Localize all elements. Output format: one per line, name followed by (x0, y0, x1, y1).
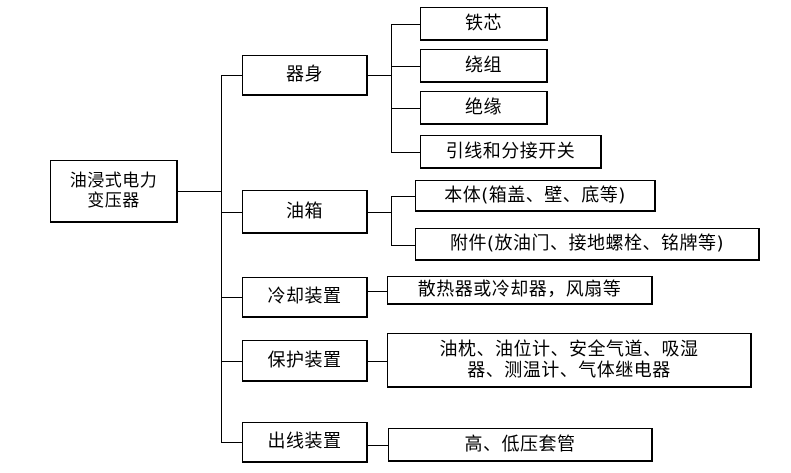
connector-branch-3-child-0 (368, 361, 388, 362)
connector-root-to-trunk (178, 191, 222, 192)
node-branch-1-child-0-label: 本体(箱盖、壁、底等) (444, 184, 626, 206)
connector-trunk-to-branch-0 (221, 75, 243, 76)
node-branch-1-child-1-label: 附件(放油门、接地螺栓、铭牌等) (449, 233, 725, 255)
connector-branch-1-child-0 (391, 196, 416, 197)
node-root-label: 油浸式电力 变压器 (69, 170, 158, 211)
node-branch-0-child-2-label: 绝缘 (465, 96, 502, 118)
node-branch-0: 器身 (242, 55, 368, 96)
node-branch-3-child-0-label: 油枕、油位计、安全气道、吸湿 器、测温计、气体继电器 (439, 338, 699, 381)
connector-branch-1-child-1 (391, 245, 416, 246)
connector-trunk-to-branch-1 (221, 212, 243, 213)
node-branch-4-child-0-label: 高、低压套管 (464, 433, 576, 455)
node-branch-0-child-2: 绝缘 (420, 91, 548, 125)
connector-branch-0-child-3 (391, 152, 421, 153)
node-branch-1-label: 油箱 (286, 200, 323, 222)
connector-branch-0-child-0 (391, 24, 421, 25)
node-root: 油浸式电力 变压器 (50, 160, 178, 223)
node-branch-3-child-0: 油枕、油位计、安全气道、吸湿 器、测温计、气体继电器 (387, 333, 752, 388)
node-branch-2: 冷却装置 (242, 277, 368, 318)
node-branch-0-child-1: 绕组 (420, 49, 548, 83)
node-branch-4-child-0: 高、低压套管 (388, 428, 653, 462)
node-branch-0-label: 器身 (286, 64, 323, 86)
connector-trunk-to-branch-4 (221, 442, 243, 443)
trunk-main (221, 75, 222, 443)
subtrunk-branch-0 (391, 24, 392, 152)
node-branch-3-label: 保护装置 (267, 349, 342, 371)
node-branch-2-label: 冷却装置 (267, 286, 342, 308)
node-branch-4-label: 出线装置 (267, 431, 342, 453)
node-branch-1-child-0: 本体(箱盖、壁、底等) (415, 180, 656, 212)
connector-branch-4-child-0 (368, 445, 389, 446)
node-branch-4: 出线装置 (242, 422, 368, 463)
connector-trunk-to-branch-3 (221, 361, 243, 362)
node-branch-0-child-3: 引线和分接开关 (420, 135, 602, 169)
node-branch-0-child-1-label: 绕组 (465, 54, 502, 76)
connector-branch-2-child-0 (368, 291, 388, 292)
node-branch-2-child-0-label: 散热器或冷却器，风扇等 (417, 279, 622, 301)
subtrunk-branch-1 (391, 196, 392, 245)
connector-branch-0-child-2 (391, 108, 421, 109)
connector-branch-1-to-subtrunk (368, 212, 392, 213)
connector-branch-0-child-1 (391, 66, 421, 67)
node-branch-1: 油箱 (242, 190, 368, 234)
connector-branch-0-to-subtrunk (368, 75, 392, 76)
connector-trunk-to-branch-2 (221, 297, 243, 298)
node-branch-0-child-3-label: 引线和分接开关 (445, 140, 576, 162)
node-branch-2-child-0: 散热器或冷却器，风扇等 (387, 276, 653, 305)
node-branch-0-child-0-label: 铁芯 (465, 12, 502, 34)
node-branch-0-child-0: 铁芯 (420, 7, 548, 41)
node-branch-3: 保护装置 (242, 340, 368, 382)
node-branch-1-child-1: 附件(放油门、接地螺栓、铭牌等) (415, 228, 760, 261)
